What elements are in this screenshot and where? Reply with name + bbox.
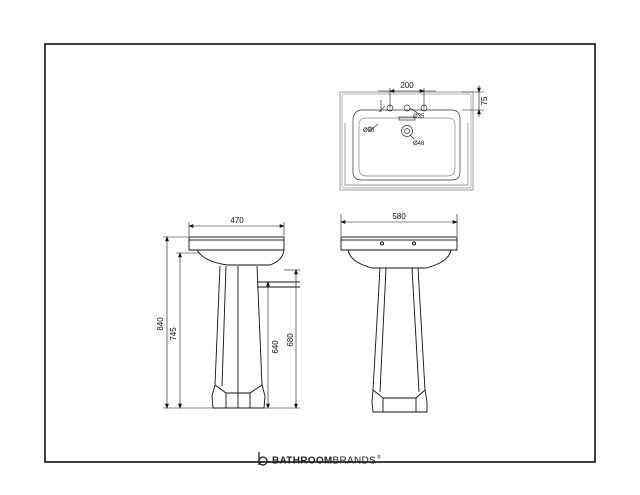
front-width-label: 580 (392, 212, 406, 221)
side-depth-label: 470 (230, 216, 244, 225)
brand-wordmark: BATHROOMBRANDS® (269, 453, 381, 469)
pedestal-height-label: 680 (286, 333, 295, 347)
overflow-label: Ø30 (363, 128, 375, 134)
brand-name: BATHROOMBRANDS® (272, 455, 381, 466)
plan-tap-centres-label: 200 (400, 81, 414, 90)
side-dimension-lines (163, 222, 300, 409)
plan-view (339, 91, 474, 191)
waste-label: Ø48 (413, 141, 425, 147)
overall-height-label: 840 (156, 317, 165, 331)
brand-name-regular: BRANDS (332, 455, 377, 467)
front-dimension-lines (340, 214, 458, 236)
plan-dimension-lines (371, 85, 484, 140)
side-view (188, 236, 300, 409)
front-view (340, 236, 458, 413)
waste-outlet-height-label: 640 (271, 340, 280, 354)
drawing-border (44, 43, 596, 463)
registered-mark: ® (377, 455, 382, 462)
plan-rim-height-label: 75 (480, 96, 489, 105)
brand-name-bold: BATHROOM (272, 455, 333, 467)
basin-base-height-label: 745 (169, 327, 178, 341)
tap-hole-label: Ø35 (413, 114, 425, 120)
bathroom-brands-logo-icon (258, 452, 268, 466)
